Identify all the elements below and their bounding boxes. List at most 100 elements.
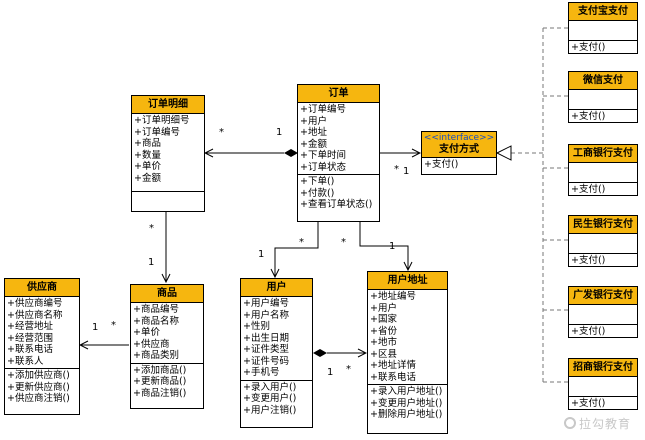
- operation: +用户注销(): [243, 404, 297, 416]
- class-title: 微信支付: [569, 72, 637, 90]
- operation: +查看订单状态(): [300, 199, 373, 210]
- class-icbc-pay[interactable]: 工商银行支付 +支付(): [568, 144, 638, 196]
- attribute: +经营范围: [7, 332, 53, 344]
- interface-payment[interactable]: <<interface>> 支付方式 +支付(): [421, 131, 497, 175]
- class-user[interactable]: 用户 +用户编号 +用户名称 +性别 +出生日期 +证件类型 +证件号码 +手机…: [240, 278, 313, 428]
- attribute: +证件号码: [243, 355, 289, 367]
- operation: +更新商品(): [133, 376, 187, 387]
- operation: +支付(): [571, 255, 606, 266]
- attributes-section: +供应商编号 +供应商名称 +经营地址 +经营范围 +联系电话 +联系人: [5, 297, 79, 368]
- realization-triangle: [495, 145, 512, 161]
- class-title: 工商银行支付: [569, 145, 637, 163]
- attributes-section: [569, 163, 637, 182]
- attribute: +经营地址: [7, 321, 53, 332]
- attribute: +手机号: [243, 367, 280, 378]
- class-cmb-pay[interactable]: 招商银行支付 +支付(): [568, 358, 638, 410]
- operation: +添加商品(): [133, 364, 187, 376]
- operations-section: +录入用户() +变更用户() +用户注销(): [241, 379, 312, 418]
- multiplicity-label: *: [299, 237, 304, 248]
- class-title: 用户地址: [368, 272, 447, 290]
- attribute: +用户: [370, 302, 397, 314]
- operations-section: +支付(): [569, 253, 637, 268]
- attribute: +地址: [300, 127, 327, 138]
- attribute: +订单编号: [134, 126, 180, 138]
- attribute: +联系电话: [7, 344, 53, 355]
- attribute: +地市: [370, 337, 397, 348]
- attribute: +用户编号: [243, 298, 289, 309]
- attribute: +供应商编号: [7, 298, 63, 309]
- attribute: +供应商: [133, 338, 170, 350]
- operations-section: +支付(): [569, 396, 637, 411]
- attribute: +联系电话: [370, 371, 416, 383]
- operation: +商品注销(): [133, 387, 187, 399]
- class-title: 供应商: [5, 279, 79, 297]
- attribute: +单价: [134, 161, 161, 172]
- attribute: +金额: [134, 172, 161, 184]
- attribute: +用户: [300, 115, 327, 127]
- operations-section: +支付(): [422, 158, 496, 172]
- attribute: +数量: [134, 149, 161, 161]
- attribute: +联系人: [7, 355, 44, 367]
- class-cmbc-pay[interactable]: 民生银行支付 +支付(): [568, 215, 638, 267]
- class-wechat-pay[interactable]: 微信支付 +支付(): [568, 71, 638, 123]
- attribute: +商品类别: [133, 350, 179, 361]
- attribute: +商品编号: [133, 304, 179, 315]
- realization-lines: [511, 27, 568, 383]
- operation: +支付(): [571, 398, 606, 409]
- class-supplier[interactable]: 供应商 +供应商编号 +供应商名称 +经营地址 +经营范围 +联系电话 +联系人…: [4, 278, 80, 415]
- attributes-section: [569, 377, 637, 396]
- multiplicity-label: *: [346, 364, 351, 375]
- attribute: +金额: [300, 138, 327, 150]
- class-title: 订单明细: [132, 96, 204, 114]
- attribute: +用户名称: [243, 309, 289, 321]
- class-title: 商品: [131, 285, 203, 303]
- watermark: 拉勾教育: [563, 415, 631, 432]
- attributes-section: [569, 234, 637, 253]
- multiplicity-label: 1: [389, 241, 396, 252]
- operations-section: +支付(): [569, 40, 637, 55]
- operation: +添加供应商(): [7, 370, 70, 381]
- operations-section: +支付(): [569, 324, 637, 339]
- class-order[interactable]: 订单 +订单编号 +用户 +地址 +金额 +下单时间 +订单状态 +下单() +…: [297, 84, 380, 222]
- operation: +下单(): [300, 176, 335, 187]
- class-cgb-pay[interactable]: 广发银行支付 +支付(): [568, 286, 638, 338]
- class-order-detail[interactable]: 订单明细 +订单明细号 +订单编号 +商品 +数量 +单价 +金额: [131, 95, 205, 212]
- composition-order-orderdetail: [205, 149, 298, 157]
- attribute: +下单时间: [300, 150, 346, 161]
- multiplicity-label: 1: [403, 166, 410, 177]
- association-order-user: [275, 222, 319, 277]
- multiplicity-label: *: [219, 127, 224, 138]
- multiplicity-label: 1: [327, 367, 334, 378]
- attributes-section: +商品编号 +商品名称 +单价 +供应商 +商品类别: [131, 303, 203, 363]
- composition-diamond: [313, 349, 327, 357]
- attribute: +供应商名称: [7, 309, 63, 321]
- attributes-section: +用户编号 +用户名称 +性别 +出生日期 +证件类型 +证件号码 +手机号: [241, 297, 312, 380]
- stereotype-label: <<interface>>: [423, 133, 495, 143]
- attribute: +出生日期: [243, 332, 289, 344]
- operation: +支付(): [571, 111, 606, 122]
- operation: +变更用户地址(): [370, 397, 443, 409]
- multiplicity-label: *: [149, 223, 154, 234]
- operations-section: +支付(): [569, 109, 637, 124]
- operations-section: +支付(): [569, 182, 637, 197]
- multiplicity-label: *: [394, 164, 399, 175]
- class-alipay[interactable]: 支付宝支付 +支付(): [568, 2, 638, 54]
- class-product[interactable]: 商品 +商品编号 +商品名称 +单价 +供应商 +商品类别 +添加商品() +更…: [130, 284, 204, 409]
- attribute: +单价: [133, 327, 160, 338]
- class-title: 招商银行支付: [569, 359, 637, 377]
- attribute: +订单编号: [300, 104, 346, 115]
- class-user-address[interactable]: 用户地址 +地址编号 +用户 +国家 +省份 +地市 +区县 +地址详情 +联系…: [367, 271, 448, 434]
- operation: +录入用户地址(): [370, 386, 443, 397]
- attribute: +商品名称: [133, 315, 179, 327]
- attributes-section: [569, 305, 637, 324]
- composition-diamond: [284, 149, 298, 157]
- operation: +删除用户地址(): [370, 409, 443, 420]
- attributes-section: [569, 90, 637, 109]
- class-title: 民生银行支付: [569, 216, 637, 234]
- operation: +支付(): [571, 326, 606, 337]
- operation: +支付(): [571, 184, 606, 195]
- attribute: +省份: [370, 325, 397, 337]
- multiplicity-label: 1: [276, 127, 283, 138]
- attribute: +证件类型: [243, 344, 289, 355]
